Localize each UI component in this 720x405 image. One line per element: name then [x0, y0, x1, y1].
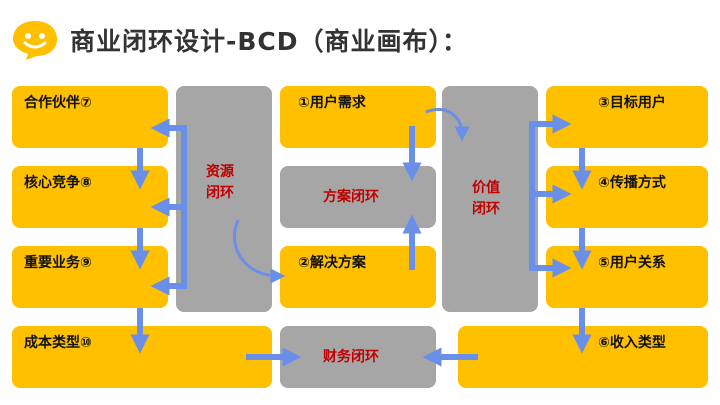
value-loop-label-line2: 闭环 [472, 201, 500, 217]
cost-type-label: 成本类型⑩ [24, 335, 92, 351]
partners-box [12, 86, 168, 148]
page-title: 商业闭环设计-BCD（商业画布）： [70, 27, 469, 56]
smiley-speech-bubble-icon [13, 21, 57, 60]
channels-label: ④传播方式 [598, 175, 666, 191]
plan-loop-label: 方案闭环 [323, 189, 379, 205]
target-users-label: ③目标用户 [598, 95, 666, 111]
resource-loop-label-line2: 闭环 [206, 185, 234, 201]
finance-loop-label: 财务闭环 [323, 349, 379, 365]
solution-label: ②解决方案 [298, 255, 366, 271]
finance-loop-box [280, 326, 436, 388]
key-business-label: 重要业务⑨ [24, 255, 92, 271]
value-loop-label-line1: 价值 [472, 180, 500, 196]
revenue-type-label: ⑥收入类型 [598, 335, 666, 351]
revenue-type-box [458, 326, 708, 388]
partners-label: 合作伙伴⑦ [24, 95, 92, 111]
user-needs-label: ①用户需求 [298, 95, 366, 111]
resource-loop-label-line1: 资源 [206, 164, 234, 180]
user-relations-label: ⑤用户关系 [598, 255, 666, 271]
target-users-box [546, 86, 708, 148]
core-competition-label: 核心竞争⑧ [24, 175, 92, 191]
